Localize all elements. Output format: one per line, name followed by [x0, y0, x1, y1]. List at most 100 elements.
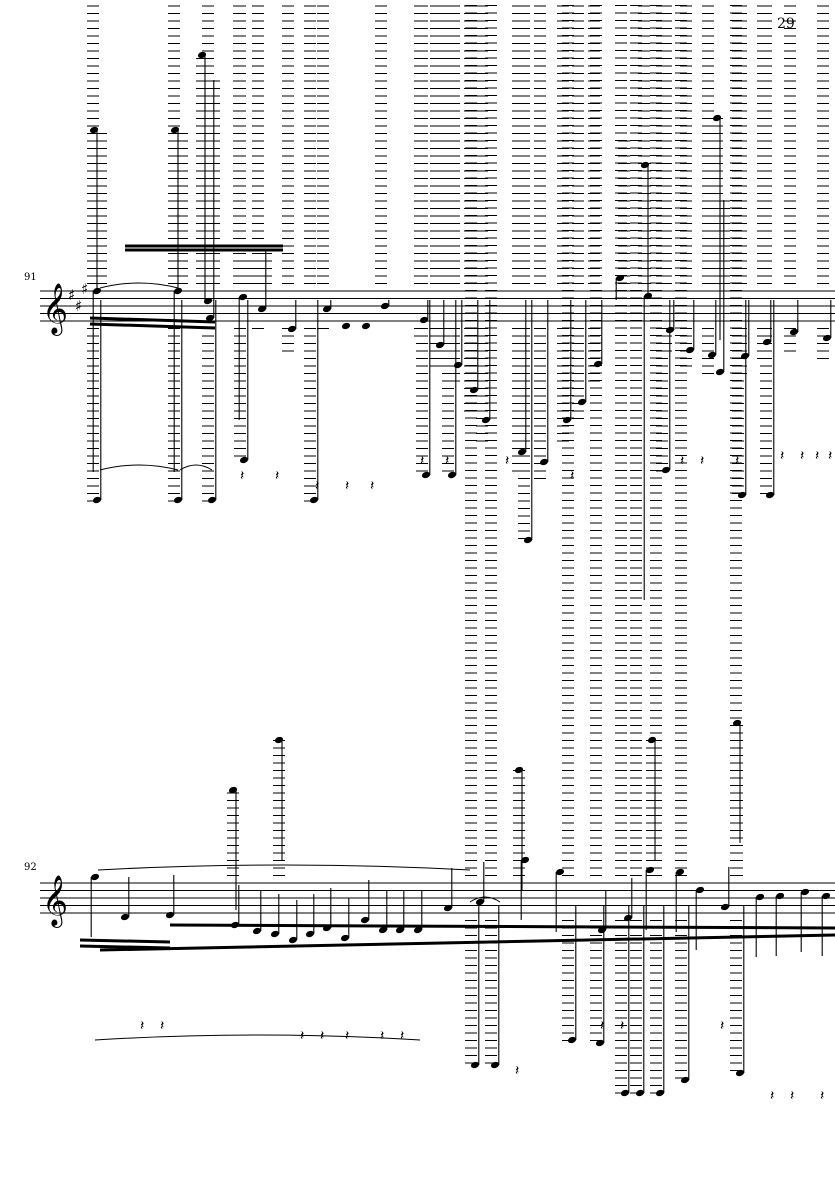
treble-clef-icon: 𝄞 [42, 283, 68, 336]
quarter-rest-icon: 𝄽 [370, 478, 374, 494]
note [257, 305, 267, 313]
note [789, 328, 799, 336]
measure-number-91: 91 [24, 272, 37, 283]
tie [97, 864, 471, 871]
treble-clef-icon: 𝄞 [42, 875, 68, 928]
tie [469, 896, 501, 903]
quarter-rest-icon: 𝄽 [160, 1018, 164, 1034]
high-note [170, 126, 180, 134]
note [740, 352, 750, 360]
note [707, 351, 717, 359]
quarter-rest-icon: 𝄽 [770, 1088, 774, 1104]
quarter-rest-icon: 𝄽 [380, 1028, 384, 1044]
note [675, 868, 685, 876]
note [715, 368, 725, 376]
bass-note [92, 496, 102, 504]
quarter-rest-icon: 𝄽 [735, 453, 739, 469]
quarter-rest-icon: 𝄽 [720, 1018, 724, 1034]
quarter-rest-icon: 𝄽 [275, 468, 279, 484]
beam [79, 938, 171, 944]
high-note [197, 51, 207, 59]
high-note [640, 161, 650, 169]
quarter-rest-icon: 𝄽 [445, 453, 449, 469]
bass-note [207, 496, 217, 504]
note [92, 287, 102, 295]
note [322, 305, 332, 313]
high-note [514, 766, 524, 774]
beam [99, 933, 835, 952]
bass-note [173, 496, 183, 504]
quarter-rest-icon: 𝄽 [315, 478, 319, 494]
key-sharp-icon: ♯ [81, 280, 88, 298]
note [821, 892, 831, 900]
quarter-rest-icon: 𝄽 [790, 1088, 794, 1104]
quarter-rest-icon: 𝄽 [505, 453, 509, 469]
quarter-rest-icon: 𝄽 [240, 468, 244, 484]
note [380, 302, 390, 310]
quarter-rest-icon: 𝄽 [780, 448, 784, 464]
tie [99, 282, 179, 289]
high-note [274, 736, 284, 744]
note [755, 893, 765, 901]
note [413, 926, 423, 934]
quarter-rest-icon: 𝄽 [800, 448, 804, 464]
note [238, 293, 248, 301]
bass-note [421, 471, 431, 479]
tie [179, 464, 213, 471]
note [270, 930, 280, 938]
bass-note [735, 1069, 745, 1077]
quarter-rest-icon: 𝄽 [680, 453, 684, 469]
key-sharp-icon: ♯ [75, 297, 82, 315]
key-sharp-icon: ♯ [68, 286, 75, 304]
note [378, 926, 388, 934]
tie [94, 1034, 421, 1041]
quarter-rest-icon: 𝄽 [140, 1018, 144, 1034]
high-note [712, 114, 722, 122]
note [361, 322, 371, 330]
note [695, 886, 705, 894]
note [555, 868, 565, 876]
note [685, 346, 695, 354]
note [800, 888, 810, 896]
note [90, 873, 100, 881]
beam [89, 322, 216, 330]
bass-note [661, 466, 671, 474]
note [475, 898, 485, 906]
note [395, 926, 405, 934]
note [419, 316, 429, 324]
beam [169, 923, 835, 930]
quarter-rest-icon: 𝄽 [570, 468, 574, 484]
note [203, 297, 213, 305]
note [252, 927, 262, 935]
quarter-rest-icon: 𝄽 [345, 1028, 349, 1044]
beam [89, 316, 216, 324]
quarter-rest-icon: 𝄽 [345, 478, 349, 494]
measure-number-92: 92 [24, 862, 37, 873]
quarter-rest-icon: 𝄽 [600, 1018, 604, 1034]
quarter-rest-icon: 𝄽 [815, 448, 819, 464]
quarter-rest-icon: 𝄽 [620, 1018, 624, 1034]
note [517, 448, 527, 456]
quarter-rest-icon: 𝄽 [400, 1028, 404, 1044]
note [205, 314, 215, 322]
note [775, 892, 785, 900]
note [360, 916, 370, 924]
note [173, 287, 183, 295]
note [120, 913, 130, 921]
bass-note [447, 471, 457, 479]
note [340, 934, 350, 942]
note [165, 911, 175, 919]
note [288, 936, 298, 944]
note [305, 930, 315, 938]
bass-note [309, 496, 319, 504]
bass-note [595, 1039, 605, 1047]
note [623, 914, 633, 922]
bass-note [239, 456, 249, 464]
note [341, 322, 351, 330]
note [720, 903, 730, 911]
quarter-rest-icon: 𝄽 [828, 448, 832, 464]
tie [99, 464, 179, 471]
quarter-rest-icon: 𝄽 [515, 1063, 519, 1079]
high-note [732, 719, 742, 727]
